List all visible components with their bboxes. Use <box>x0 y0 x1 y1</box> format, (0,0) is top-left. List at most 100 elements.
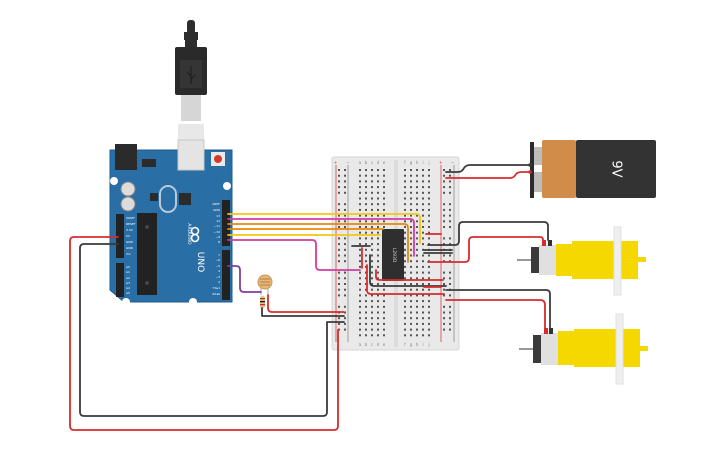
breadboard-hole[interactable] <box>428 265 430 268</box>
breadboard-hole[interactable] <box>449 311 451 314</box>
breadboard-hole[interactable] <box>338 248 340 251</box>
breadboard-hole[interactable] <box>428 311 430 314</box>
breadboard-hole[interactable] <box>404 214 406 217</box>
breadboard-hole[interactable] <box>344 174 346 177</box>
breadboard-hole[interactable] <box>404 231 406 234</box>
breadboard-hole[interactable] <box>428 294 430 297</box>
breadboard-hole[interactable] <box>377 322 379 325</box>
breadboard-hole[interactable] <box>338 305 340 308</box>
breadboard-hole[interactable] <box>404 277 406 280</box>
breadboard-hole[interactable] <box>443 317 445 320</box>
breadboard-hole[interactable] <box>338 226 340 228</box>
breadboard-hole[interactable] <box>383 334 385 337</box>
breadboard-hole[interactable] <box>449 191 451 194</box>
breadboard-hole[interactable] <box>449 214 451 217</box>
breadboard-hole[interactable] <box>410 180 412 183</box>
breadboard-hole[interactable] <box>428 277 430 280</box>
breadboard-hole[interactable] <box>449 174 451 177</box>
breadboard-hole[interactable] <box>416 288 418 291</box>
resistor[interactable] <box>260 296 265 308</box>
breadboard-hole[interactable] <box>377 294 379 297</box>
breadboard-hole[interactable] <box>428 305 430 308</box>
breadboard-hole[interactable] <box>410 191 412 194</box>
breadboard-hole[interactable] <box>404 169 406 171</box>
breadboard-hole[interactable] <box>443 311 445 314</box>
breadboard-hole[interactable] <box>371 294 373 297</box>
breadboard-hole[interactable] <box>428 169 430 171</box>
breadboard-hole[interactable] <box>359 322 361 325</box>
breadboard-hole[interactable] <box>365 237 367 240</box>
breadboard-hole[interactable] <box>422 271 424 274</box>
photoresistor[interactable] <box>257 274 273 295</box>
breadboard-hole[interactable] <box>416 186 418 189</box>
breadboard-hole[interactable] <box>383 322 385 325</box>
breadboard-hole[interactable] <box>371 231 373 234</box>
breadboard-hole[interactable] <box>344 220 346 223</box>
wire-motor1-pos[interactable] <box>427 236 544 263</box>
breadboard-hole[interactable] <box>365 277 367 280</box>
breadboard-hole[interactable] <box>443 294 445 297</box>
breadboard-hole[interactable] <box>416 180 418 183</box>
breadboard-hole[interactable] <box>416 300 418 303</box>
breadboard-hole[interactable] <box>410 169 412 171</box>
breadboard-hole[interactable] <box>359 288 361 291</box>
breadboard-hole[interactable] <box>410 322 412 325</box>
breadboard-hole[interactable] <box>377 174 379 177</box>
breadboard-hole[interactable] <box>359 283 361 285</box>
breadboard-hole[interactable] <box>365 203 367 206</box>
breadboard-hole[interactable] <box>371 243 373 246</box>
breadboard-hole[interactable] <box>443 186 445 189</box>
breadboard-hole[interactable] <box>422 197 424 200</box>
breadboard-hole[interactable] <box>359 260 361 263</box>
breadboard-hole[interactable] <box>443 208 445 211</box>
breadboard-hole[interactable] <box>410 243 412 246</box>
breadboard-hole[interactable] <box>422 237 424 240</box>
breadboard-hole[interactable] <box>422 174 424 177</box>
breadboard-hole[interactable] <box>377 311 379 314</box>
breadboard-hole[interactable] <box>365 334 367 337</box>
breadboard-hole[interactable] <box>344 311 346 314</box>
breadboard-hole[interactable] <box>422 186 424 189</box>
breadboard-hole[interactable] <box>365 243 367 246</box>
breadboard-hole[interactable] <box>443 305 445 308</box>
breadboard-hole[interactable] <box>344 214 346 217</box>
breadboard-hole[interactable] <box>422 328 424 331</box>
breadboard-hole[interactable] <box>344 237 346 240</box>
wire-bb-vcc[interactable] <box>366 264 445 295</box>
breadboard-hole[interactable] <box>383 317 385 320</box>
breadboard-hole[interactable] <box>365 317 367 320</box>
breadboard-hole[interactable] <box>359 271 361 274</box>
breadboard-hole[interactable] <box>359 174 361 177</box>
breadboard-hole[interactable] <box>410 317 412 320</box>
breadboard-hole[interactable] <box>359 265 361 268</box>
breadboard-hole[interactable] <box>416 191 418 194</box>
breadboard-hole[interactable] <box>404 203 406 206</box>
breadboard-hole[interactable] <box>422 180 424 183</box>
breadboard-hole[interactable] <box>359 231 361 234</box>
breadboard-hole[interactable] <box>365 231 367 234</box>
breadboard-hole[interactable] <box>443 328 445 331</box>
breadboard-hole[interactable] <box>359 300 361 303</box>
breadboard-hole[interactable] <box>449 328 451 331</box>
breadboard-hole[interactable] <box>383 174 385 177</box>
breadboard-hole[interactable] <box>443 283 445 285</box>
breadboard-hole[interactable] <box>383 197 385 200</box>
breadboard-hole[interactable] <box>359 191 361 194</box>
breadboard-hole[interactable] <box>359 248 361 251</box>
breadboard-hole[interactable] <box>371 197 373 200</box>
breadboard-hole[interactable] <box>428 186 430 189</box>
breadboard-hole[interactable] <box>338 169 340 171</box>
breadboard-hole[interactable] <box>377 169 379 171</box>
battery-9v[interactable]: 9V <box>530 140 656 198</box>
breadboard-hole[interactable] <box>371 186 373 189</box>
breadboard-hole[interactable] <box>410 237 412 240</box>
breadboard-hole[interactable] <box>422 191 424 194</box>
breadboard-hole[interactable] <box>416 283 418 285</box>
breadboard-hole[interactable] <box>422 305 424 308</box>
breadboard-hole[interactable] <box>449 271 451 274</box>
breadboard-hole[interactable] <box>410 265 412 268</box>
breadboard-hole[interactable] <box>338 174 340 177</box>
breadboard-hole[interactable] <box>338 328 340 331</box>
breadboard-hole[interactable] <box>428 237 430 240</box>
usb-cable[interactable] <box>175 20 207 156</box>
